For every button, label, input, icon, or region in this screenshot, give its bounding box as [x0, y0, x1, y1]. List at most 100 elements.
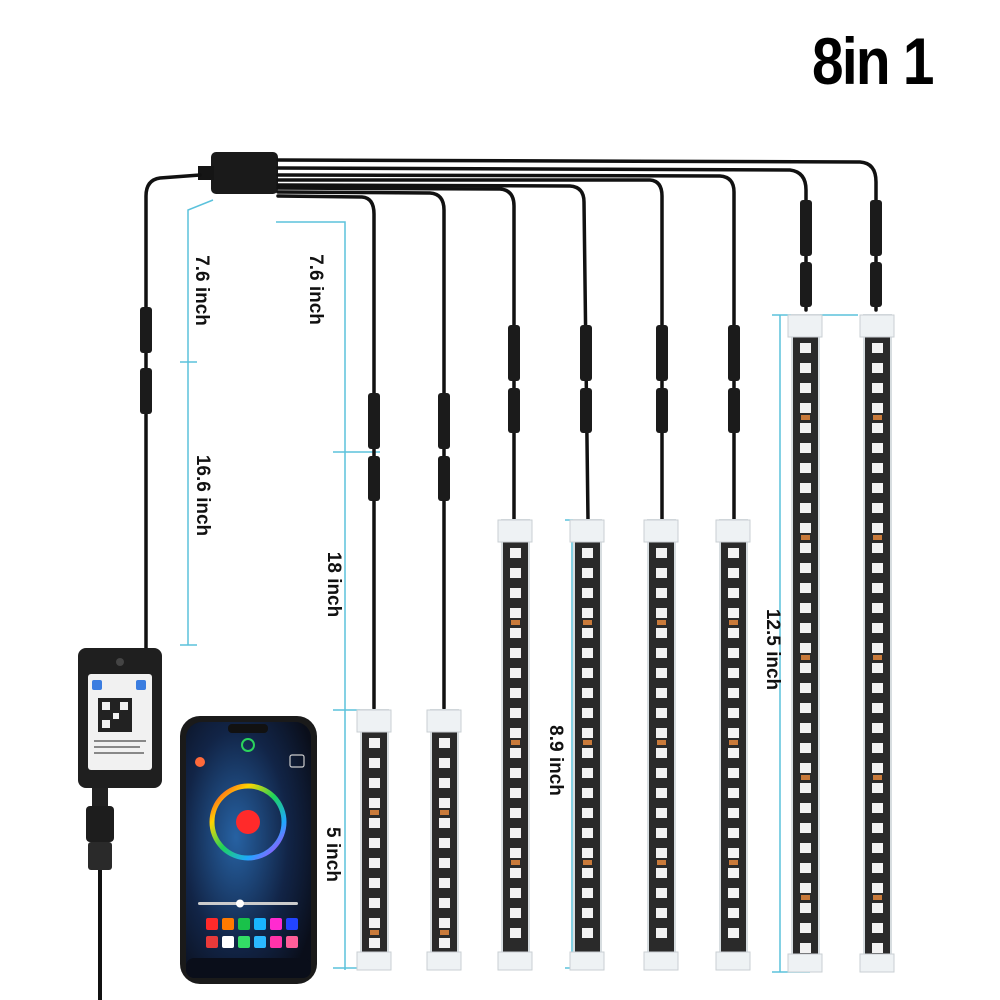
led-chip	[510, 588, 521, 598]
led-chip	[800, 943, 811, 953]
led-chip	[439, 738, 450, 748]
led-chip	[728, 868, 739, 878]
led-chip	[510, 548, 521, 558]
resistor	[440, 930, 449, 935]
led-chip	[800, 883, 811, 893]
color-swatches	[206, 918, 298, 948]
led-chip	[510, 768, 521, 778]
led-chip	[800, 803, 811, 813]
led-chip	[510, 748, 521, 758]
resistor	[370, 810, 379, 815]
led-chip	[872, 743, 883, 753]
led-chip	[582, 768, 593, 778]
color-swatch	[238, 936, 250, 948]
resistor	[511, 620, 520, 625]
resistor	[511, 860, 520, 865]
color-swatch	[270, 918, 282, 930]
resistor	[657, 620, 666, 625]
led-chip	[872, 843, 883, 853]
led-chip	[800, 843, 811, 853]
color-swatch	[270, 936, 282, 948]
dim-label-cable-top-right: 7.6 inch	[304, 254, 326, 325]
color-swatch	[254, 918, 266, 930]
led-chip	[369, 918, 380, 928]
led-chip	[656, 668, 667, 678]
led-chip	[656, 688, 667, 698]
dim-label-medium-strip: 8.9 inch	[544, 725, 566, 796]
led-chip	[369, 838, 380, 848]
led-chip	[800, 343, 811, 353]
led-chip	[800, 703, 811, 713]
led-chip	[439, 798, 450, 808]
led-chip	[369, 798, 380, 808]
led-chip	[728, 848, 739, 858]
led-chip	[582, 588, 593, 598]
resistor	[801, 415, 810, 420]
cable-connectors	[140, 200, 882, 501]
led-chip	[582, 788, 593, 798]
led-chip	[800, 383, 811, 393]
led-chips	[369, 343, 883, 953]
led-chip	[582, 708, 593, 718]
dim-label-long-strip: 12.5 inch	[762, 608, 784, 691]
led-chip	[656, 548, 667, 558]
resistor	[801, 535, 810, 540]
led-chip	[369, 878, 380, 888]
led-chip	[510, 648, 521, 658]
color-swatch	[206, 918, 218, 930]
led-chip	[582, 648, 593, 658]
led-chip	[582, 728, 593, 738]
dim-label-extension-cable: 18 inch	[323, 551, 345, 618]
led-chip	[582, 888, 593, 898]
controller-box	[78, 648, 162, 788]
led-chip	[656, 608, 667, 618]
led-chip	[800, 583, 811, 593]
color-swatch	[238, 918, 250, 930]
led-chip	[872, 683, 883, 693]
led-chip	[800, 403, 811, 413]
led-chip	[510, 828, 521, 838]
led-chip	[800, 363, 811, 373]
led-chip	[800, 643, 811, 653]
led-chip	[510, 708, 521, 718]
led-chip	[582, 808, 593, 818]
led-chip	[582, 548, 593, 558]
led-chip	[728, 728, 739, 738]
resistor	[873, 895, 882, 900]
led-chip	[510, 728, 521, 738]
led-chip	[872, 643, 883, 653]
led-chip	[510, 888, 521, 898]
led-chip	[728, 668, 739, 678]
led-chip	[510, 568, 521, 578]
color-swatch	[286, 936, 298, 948]
led-chip	[369, 778, 380, 788]
color-swatch	[254, 936, 266, 948]
led-chip	[800, 603, 811, 613]
resistor	[583, 620, 592, 625]
led-chip	[872, 703, 883, 713]
led-chip	[728, 928, 739, 938]
led-chip	[510, 788, 521, 798]
resistor	[657, 860, 666, 865]
led-chip	[800, 463, 811, 473]
led-chip	[872, 903, 883, 913]
led-chip	[369, 758, 380, 768]
led-chip	[582, 688, 593, 698]
smartphone	[180, 716, 317, 984]
dim-label-short-strip: 5 inch	[321, 827, 343, 882]
led-chip	[728, 608, 739, 618]
led-chip	[800, 783, 811, 793]
led-chip	[656, 788, 667, 798]
led-chip	[800, 663, 811, 673]
led-chip	[800, 543, 811, 553]
led-chip	[728, 888, 739, 898]
led-chip	[369, 898, 380, 908]
led-chip	[656, 928, 667, 938]
led-chip	[510, 608, 521, 618]
led-chip	[439, 938, 450, 948]
led-chip	[582, 568, 593, 578]
led-chip	[656, 888, 667, 898]
led-chip	[582, 628, 593, 638]
led-chip	[439, 898, 450, 908]
led-chip	[872, 423, 883, 433]
